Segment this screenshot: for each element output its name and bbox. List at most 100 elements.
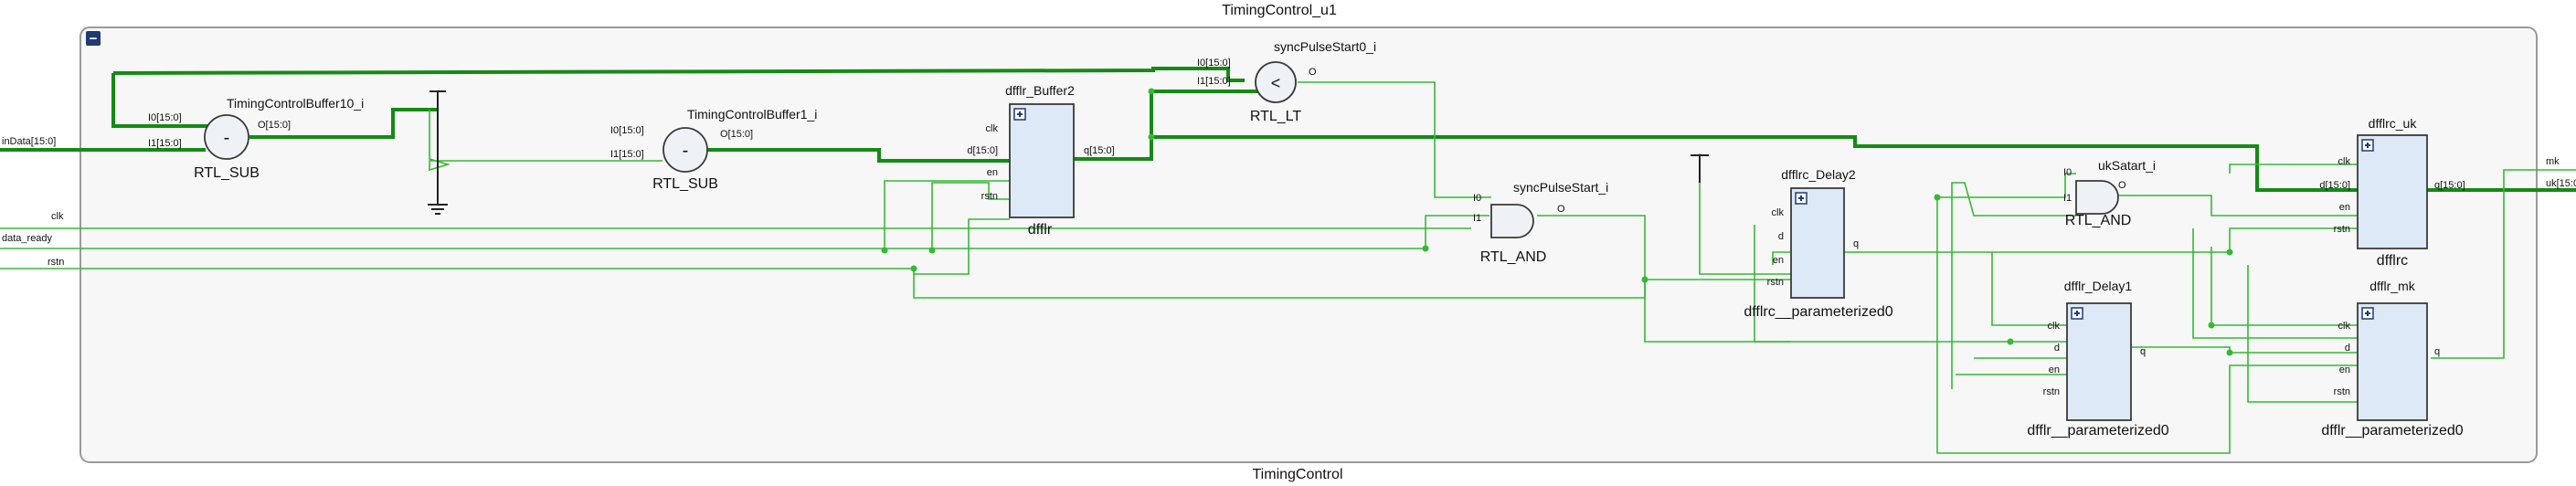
wire-delay2-clk — [1754, 225, 1791, 343]
sub1-symbol-body — [663, 127, 708, 173]
cell-mk[interactable]: dfflr_mk clk d en rstn q dfflr__paramete… — [2321, 279, 2463, 438]
wire-and1-i1 — [1951, 182, 2076, 389]
cell-delay1[interactable]: dfflr_Delay1 clk d en rstn q dfflr__para… — [2027, 279, 2168, 438]
vcc-terminal — [1691, 154, 1709, 183]
and1-pin-i0: I0 — [2063, 167, 2072, 178]
port-indata: inData[15:0] — [2, 136, 56, 147]
top-module-name: TimingControl — [1253, 467, 1343, 482]
buffer2-expand-button[interactable] — [1013, 108, 1026, 121]
wire-delay2-en — [1699, 153, 1791, 275]
buffer2-body — [1009, 103, 1075, 218]
uk-pin-en: en — [2339, 202, 2350, 213]
wire-clk-buffer2 — [884, 180, 1010, 250]
sub1-pin-i1: I1[15:0] — [610, 149, 644, 160]
top-module-frame[interactable] — [80, 26, 2538, 463]
mk-body — [2357, 302, 2428, 421]
delay2-body — [1790, 187, 1845, 299]
wire-and0-i1 — [1425, 215, 1489, 248]
mk-expand-button[interactable] — [2361, 307, 2374, 320]
port-rstn: rstn — [48, 257, 64, 268]
and0-pin-i1: I1 — [1473, 213, 1481, 224]
bus-sub0-i0 — [111, 73, 208, 128]
delay2-type-label: dfflrc__parameterized0 — [1744, 304, 1892, 320]
signal-nets — [0, 81, 2576, 454]
uk-pin-d: d[15:0] — [2319, 180, 2350, 191]
wire-delay2-q — [1844, 227, 2358, 253]
delay1-instance-label: dfflr_Delay1 — [2064, 279, 2133, 293]
collapse-button[interactable]: − — [86, 31, 101, 47]
wire-rstn-buffer2 — [913, 218, 1010, 275]
port-clk: clk — [51, 211, 64, 222]
uk-pin-q: q[15:0] — [2434, 180, 2465, 191]
lt-pin-i0: I0[15:0] — [1197, 58, 1231, 69]
cell-and0[interactable]: syncPulseStart_i I0 I1 O RTL_AND — [1473, 180, 1608, 265]
sub1-type-label: RTL_SUB — [652, 176, 718, 192]
delay2-pin-q: q — [1853, 238, 1859, 249]
sub0-instance-label: TimingControlBuffer10_i — [227, 96, 364, 111]
subtract-icon: - — [683, 141, 689, 161]
delay1-type-label: dfflr__parameterized0 — [2027, 423, 2168, 438]
delay1-pin-rstn: rstn — [2043, 386, 2060, 397]
and-gate-icon — [1490, 204, 1534, 238]
sub0-pin-i1: I1[15:0] — [148, 138, 182, 149]
cell-sub1[interactable]: TimingControlBuffer1_i I0[15:0] I1[15:0]… — [610, 107, 817, 192]
lt-pin-o: O — [1309, 67, 1317, 78]
mk-pin-en: en — [2339, 364, 2350, 375]
top-instance-title: TimingControl_u1 — [1222, 3, 1337, 18]
mk-pin-q: q — [2434, 346, 2440, 357]
delay2-expand-button[interactable] — [1795, 192, 1807, 205]
less-than-icon: < — [1271, 74, 1281, 92]
cell-buffer2[interactable]: dfflr_Buffer2 clk d[15:0] en rstn q[15:0… — [967, 83, 1114, 238]
and1-pin-i1: I1 — [2063, 193, 2072, 204]
wire-uk-clk — [2229, 164, 2358, 174]
delay2-pin-clk: clk — [1772, 207, 1785, 218]
lt-symbol-body — [1255, 61, 1297, 103]
port-uk: uk[15:0] — [2546, 178, 2576, 189]
buffer2-pin-q: q[15:0] — [1084, 145, 1115, 156]
delay1-pin-d: d — [2054, 343, 2060, 354]
sub0-symbol-body — [204, 114, 249, 160]
buffer2-pin-clk: clk — [986, 123, 999, 134]
delay1-pin-q: q — [2140, 346, 2146, 357]
bus-feedback-top — [112, 67, 1245, 82]
sub1-pin-o: O[15:0] — [720, 129, 753, 140]
buffer2-pin-d: d[15:0] — [967, 145, 998, 156]
subtract-icon: - — [224, 128, 230, 148]
and1-instance-label: ukSatart_i — [2098, 158, 2156, 173]
delay1-expand-button[interactable] — [2071, 307, 2083, 320]
sub1-pin-i0: I0[15:0] — [610, 125, 644, 136]
and1-pin-o: O — [2118, 180, 2126, 191]
cell-lt[interactable]: syncPulseStart0_i I0[15:0] I1[15:0] O < … — [1197, 39, 1376, 124]
mk-pin-clk: clk — [2338, 321, 2351, 332]
uk-body — [2357, 134, 2428, 249]
delay1-pin-en: en — [2049, 364, 2060, 375]
wire-delay1-clk — [1991, 252, 2067, 326]
and1-type-label: RTL_AND — [2065, 213, 2132, 228]
cell-sub0[interactable]: TimingControlBuffer10_i I0[15:0] I1[15:0… — [148, 96, 364, 181]
input-ports: inData[15:0] clk data_ready rstn — [2, 136, 64, 268]
net-junctions — [881, 88, 2233, 356]
delay1-body — [2066, 302, 2132, 421]
port-mk: mk — [2546, 156, 2560, 167]
wire-and1-i0 — [1937, 173, 2076, 198]
mk-instance-label: dfflr_mk — [2369, 279, 2416, 293]
cell-delay2[interactable]: dfflrc_Delay2 clk d en rstn q dfflrc__pa… — [1744, 167, 1892, 320]
cell-uk[interactable]: dfflrc_uk clk d[15:0] en rstn q[15:0] df… — [2319, 116, 2465, 269]
sub0-pin-o: O[15:0] — [258, 120, 291, 131]
wire-and1-loop — [1936, 197, 2358, 454]
mk-pin-d: d — [2345, 343, 2350, 354]
buffer2-pin-rstn: rstn — [981, 191, 998, 202]
uk-pin-clk: clk — [2338, 156, 2351, 167]
delay2-pin-d: d — [1778, 231, 1784, 242]
cell-and1[interactable]: ukSatart_i I0 I1 O RTL_AND — [2063, 158, 2156, 228]
bus-sub0-out — [249, 108, 439, 139]
uk-expand-button[interactable] — [2361, 139, 2374, 152]
wire-mk-rstn — [2247, 265, 2358, 403]
wire-lt-out — [1298, 81, 1491, 198]
buffer2-type-label: dfflr — [1028, 222, 1053, 238]
delay2-instance-label: dfflrc_Delay2 — [1781, 167, 1856, 182]
and0-instance-label: syncPulseStart_i — [1513, 180, 1608, 195]
mk-type-label: dfflr__parameterized0 — [2321, 423, 2463, 438]
uk-instance-label: dfflrc_uk — [2369, 116, 2418, 131]
